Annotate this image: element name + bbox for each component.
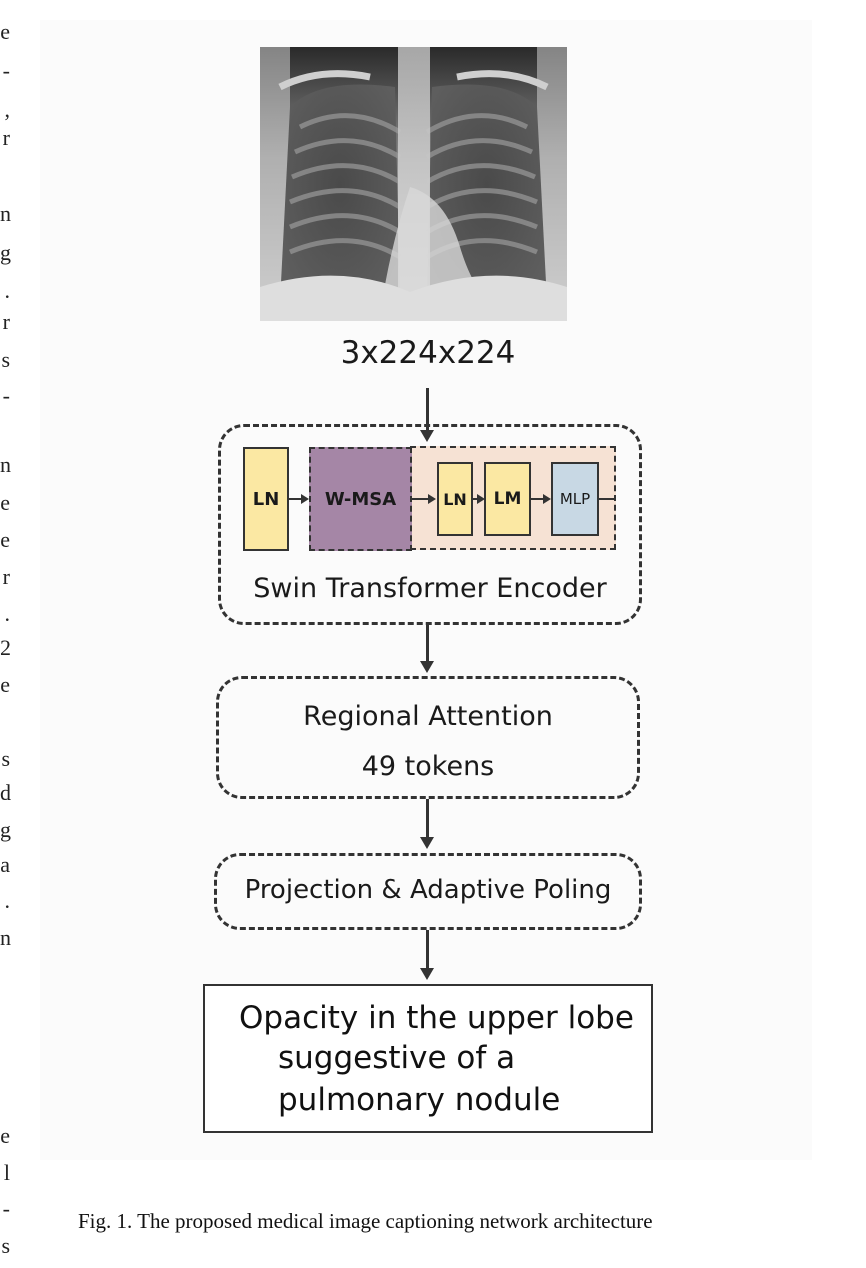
- left-column-fragment: -: [2, 1196, 10, 1221]
- left-column-fragment: g: [0, 817, 11, 842]
- generated-caption-box: Opacity in the upper lobe suggestive of …: [203, 984, 653, 1133]
- left-column-fragment: r: [2, 564, 10, 589]
- arrow-wmsa-ln2: [412, 498, 430, 500]
- left-column-fragment: n: [0, 201, 11, 226]
- left-column-fragment: e: [0, 1123, 10, 1148]
- mlp-block: MLP: [551, 462, 599, 536]
- projection-title: Projection & Adaptive Poling: [244, 875, 612, 905]
- lm-block: LM: [484, 462, 531, 536]
- layer-norm-block-2-label: LN: [443, 489, 467, 509]
- caption-line-3: pulmonary nodule: [278, 1082, 561, 1118]
- arrow-to-output-head: [420, 968, 434, 980]
- lm-block-label: LM: [493, 489, 522, 509]
- arrow-to-projection: [426, 799, 429, 839]
- layer-norm-block-1-label: LN: [252, 488, 280, 510]
- regional-attention-box: Regional Attention 49 tokens: [216, 676, 640, 799]
- caption-line-2: suggestive of a: [278, 1040, 516, 1076]
- encoder-title: Swin Transformer Encoder: [253, 573, 607, 604]
- left-column-fragment: .: [4, 278, 11, 303]
- left-column-fragment: e: [0, 672, 10, 697]
- w-msa-block-label: W-MSA: [324, 488, 397, 510]
- left-column-fragment: e: [0, 490, 10, 515]
- left-column-fragment: g: [0, 240, 11, 265]
- arrow-lm-mlp: [531, 498, 545, 500]
- layer-norm-block-2: LN: [437, 462, 473, 536]
- arrow-mlp-out: [599, 498, 615, 500]
- input-size-label: 3x224x224: [340, 335, 516, 371]
- left-column-fragment: s: [1, 1233, 10, 1258]
- regional-attention-title: Regional Attention: [303, 701, 553, 732]
- left-column-fragment: e: [0, 19, 10, 44]
- w-msa-block: W-MSA: [309, 447, 412, 551]
- arrow-ln1-wmsa-head: [301, 494, 309, 504]
- arrow-lm-mlp-head: [543, 494, 551, 504]
- mlp-block-label: MLP: [559, 490, 591, 508]
- left-column-fragment: s: [1, 347, 10, 372]
- arrow-ln2-lm-head: [477, 494, 485, 504]
- left-column-fragment: -: [2, 58, 10, 83]
- arrow-ln2-lm: [473, 498, 479, 500]
- left-column-fragment: .: [4, 601, 11, 626]
- arrow-to-projection-head: [420, 837, 434, 849]
- figure-caption: Fig. 1. The proposed medical image capti…: [78, 1209, 653, 1233]
- arrow-to-encoder: [426, 388, 429, 432]
- left-column-fragment: .: [4, 888, 11, 913]
- left-column-fragment: ,: [4, 97, 11, 122]
- arrow-to-output: [426, 930, 429, 970]
- left-column-fragment: r: [2, 125, 10, 150]
- left-column-fragment: l: [3, 1160, 10, 1185]
- left-column-fragment: n: [0, 925, 11, 950]
- layer-norm-block-1: LN: [243, 447, 289, 551]
- left-column-fragment: s: [1, 746, 10, 771]
- left-column-fragment: d: [0, 780, 11, 805]
- left-column-fragment: a: [0, 852, 10, 877]
- arrow-ln1-wmsa: [289, 498, 303, 500]
- regional-attention-tokens: 49 tokens: [361, 751, 495, 782]
- arrow-to-encoder-head: [420, 430, 434, 442]
- left-column-fragment: r: [2, 309, 10, 334]
- left-column-fragment: -: [2, 383, 10, 408]
- projection-box: Projection & Adaptive Poling: [214, 853, 642, 930]
- left-column-fragment: n: [0, 452, 11, 477]
- arrow-to-attention-head: [420, 661, 434, 673]
- left-column-fragment: 2: [0, 635, 11, 660]
- arrow-wmsa-ln2-head: [428, 494, 436, 504]
- chest-xray-image: [260, 47, 567, 321]
- left-column-fragment: e: [0, 527, 10, 552]
- caption-line-1: Opacity in the upper lobe: [239, 1000, 634, 1036]
- encoder-box: Swin Transformer Encoder: [218, 424, 642, 625]
- arrow-to-attention: [426, 625, 429, 663]
